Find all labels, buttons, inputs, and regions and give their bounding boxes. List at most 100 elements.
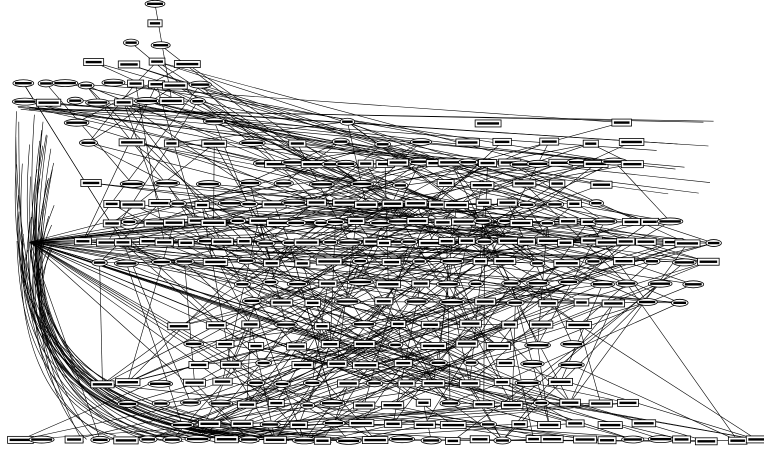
node-label xyxy=(441,402,459,405)
node-label xyxy=(541,140,557,143)
node-box xyxy=(539,137,560,146)
node-box xyxy=(565,321,592,329)
edge xyxy=(29,107,685,168)
node-ellipse xyxy=(321,238,339,247)
node-ellipse xyxy=(346,278,374,286)
node-label xyxy=(119,402,137,406)
node-label xyxy=(164,438,180,441)
node-box xyxy=(211,237,234,246)
node-ellipse xyxy=(236,256,256,265)
edge xyxy=(578,324,602,404)
node-box xyxy=(64,435,84,444)
node-label xyxy=(402,240,416,243)
node-label xyxy=(585,162,607,166)
node-label xyxy=(190,363,207,367)
node-label xyxy=(551,182,563,185)
node-box xyxy=(127,79,145,88)
node-box xyxy=(177,238,195,247)
node-label xyxy=(378,162,393,166)
node-label xyxy=(457,141,478,144)
node-label xyxy=(205,260,226,264)
node-label xyxy=(157,241,172,244)
node-ellipse xyxy=(335,159,357,168)
node-box xyxy=(493,257,517,265)
edge xyxy=(347,121,367,205)
node-box xyxy=(436,179,455,187)
node-box xyxy=(566,199,582,208)
edge xyxy=(32,101,678,145)
edge xyxy=(382,144,484,204)
node-ellipse xyxy=(705,239,722,247)
node-ellipse xyxy=(151,258,173,266)
edge xyxy=(29,241,376,441)
node-label xyxy=(568,161,587,164)
node-box xyxy=(459,319,482,328)
node-box xyxy=(102,219,122,228)
node-label xyxy=(650,437,672,441)
edge xyxy=(88,142,168,184)
node-label xyxy=(275,382,289,386)
node-box xyxy=(697,257,720,266)
node-label xyxy=(218,342,232,346)
node-label xyxy=(447,439,459,443)
node-ellipse xyxy=(256,239,276,248)
node-box xyxy=(286,342,307,351)
node-box xyxy=(540,435,564,444)
node-label xyxy=(470,282,482,286)
node-label xyxy=(699,260,718,263)
node-ellipse xyxy=(134,97,160,105)
node-label xyxy=(115,439,137,442)
node-ellipse xyxy=(558,277,580,286)
node-label xyxy=(169,325,188,328)
node-ellipse xyxy=(335,436,362,445)
node-label xyxy=(93,261,106,264)
edge xyxy=(160,381,223,404)
node-box xyxy=(383,419,403,428)
edge xyxy=(35,224,244,443)
node-ellipse xyxy=(656,217,684,226)
node-label xyxy=(66,121,87,124)
edge xyxy=(445,141,550,184)
node-ellipse xyxy=(615,279,638,288)
edge xyxy=(364,182,446,345)
node-ellipse xyxy=(28,435,55,444)
edge xyxy=(37,135,87,440)
edge xyxy=(501,302,680,383)
node-ellipse xyxy=(309,180,335,189)
node-box xyxy=(266,219,290,227)
node-box xyxy=(80,179,102,187)
node-ellipse xyxy=(286,280,309,289)
node-ellipse xyxy=(113,259,139,268)
edge xyxy=(123,102,203,206)
node-box xyxy=(470,181,495,190)
node-label xyxy=(440,239,453,243)
node-label xyxy=(422,344,445,348)
node-label xyxy=(519,240,534,243)
node-label xyxy=(324,421,344,425)
node-label xyxy=(638,300,656,304)
node-ellipse xyxy=(302,378,322,387)
edge xyxy=(370,222,443,242)
node-ellipse xyxy=(120,217,138,226)
node-label xyxy=(264,280,277,284)
node-label xyxy=(355,342,374,346)
node-label xyxy=(85,60,102,64)
node-label xyxy=(371,221,391,225)
node-label xyxy=(289,282,306,286)
node-box xyxy=(640,217,660,226)
node-box xyxy=(674,239,701,248)
node-label xyxy=(125,41,137,44)
node-label xyxy=(324,241,337,244)
node-ellipse xyxy=(203,117,226,126)
node-label xyxy=(243,323,258,326)
node-label xyxy=(268,221,288,225)
node-ellipse xyxy=(560,340,585,349)
node-box xyxy=(194,201,210,209)
node-ellipse xyxy=(91,258,108,267)
node-ellipse xyxy=(262,278,279,286)
node-ellipse xyxy=(410,138,432,146)
node-label xyxy=(378,241,389,245)
node-label xyxy=(122,203,143,206)
edge xyxy=(222,381,586,440)
node-box xyxy=(267,399,285,407)
